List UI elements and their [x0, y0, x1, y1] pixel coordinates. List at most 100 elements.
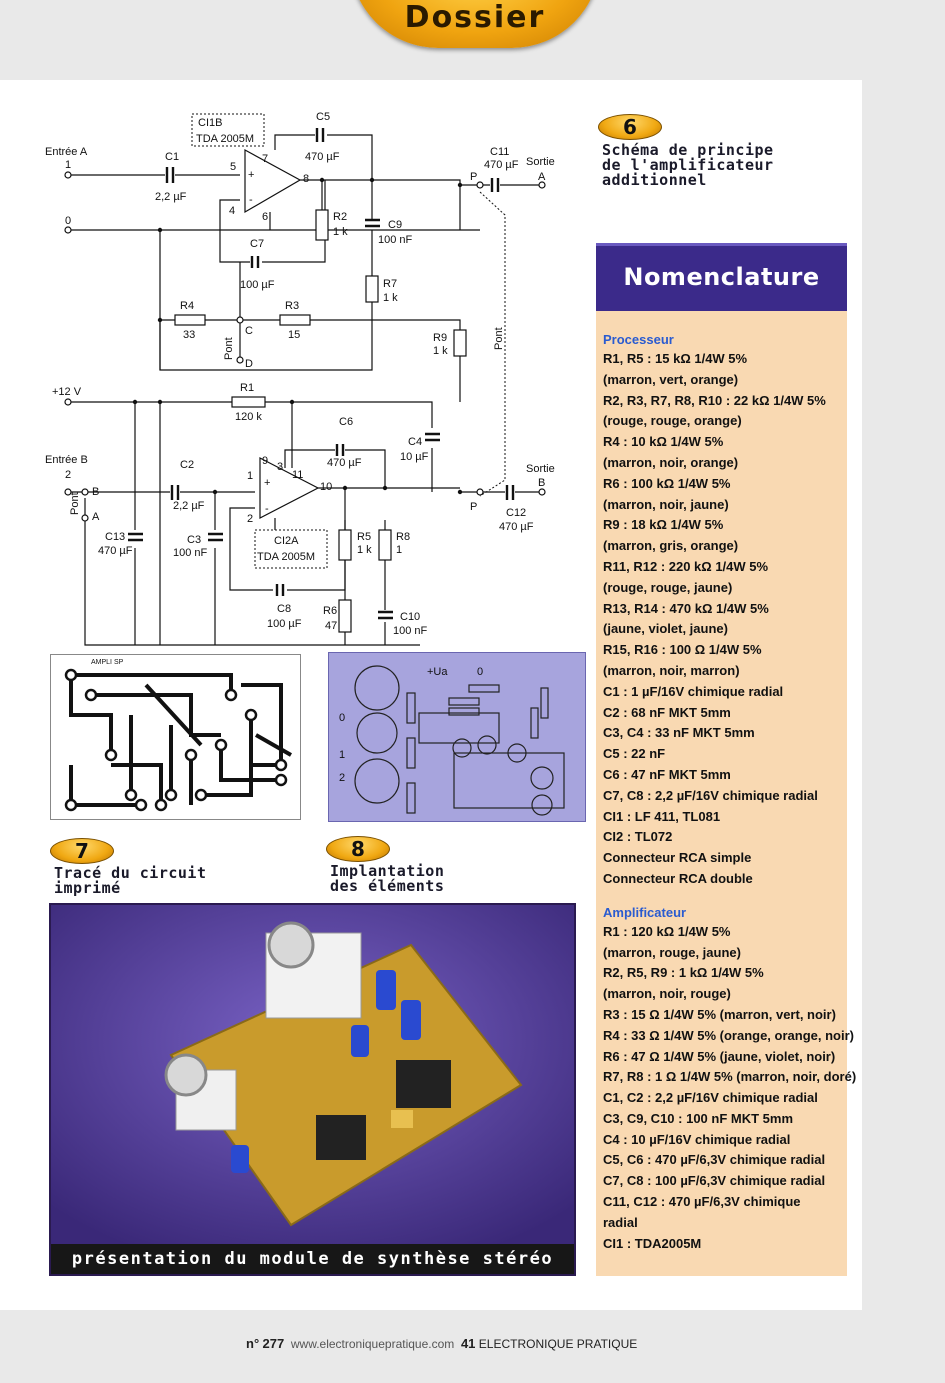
nomenclature-panel [596, 311, 847, 1276]
label-r5: R5 [357, 531, 371, 543]
nomenclature-line: R4 : 10 kΩ 1/4W 5% [603, 434, 724, 450]
label-r4v: 33 [183, 329, 195, 341]
nomenclature-line: CI1 : LF 411, TL081 [603, 808, 721, 824]
label-in1: 1 [65, 159, 71, 171]
label-pin1: 1 [247, 470, 253, 482]
nomenclature-line: C6 : 47 nF MKT 5mm [603, 766, 731, 782]
label-c13v: 470 µF [98, 545, 133, 557]
pcb-trace-drawing [64, 668, 292, 812]
nomenclature-line: R1, R5 : 15 kΩ 1/4W 5% [603, 351, 748, 366]
label-r1: R1 [240, 382, 254, 394]
label-pin4: 4 [229, 205, 235, 217]
label-input-b: Entrée B [45, 454, 88, 466]
label-c6: C6 [339, 416, 353, 428]
nomenclature-list: Processeur R1, R5 : 15 kΩ 1/4W 5%(marron… [603, 331, 856, 1254]
label-c: C [245, 325, 253, 337]
label-c11v: 470 µF [484, 159, 519, 171]
label-r6: R6 [323, 605, 337, 617]
label-c3: C3 [187, 534, 201, 546]
nomenclature-line: R15, R16 : 100 Ω 1/4W 5% [603, 642, 762, 658]
footer-page-number: 41 [460, 1336, 476, 1351]
nomenclature-line: R9 : 18 kΩ 1/4W 5% [603, 517, 724, 533]
label-pin3: 3 [277, 461, 283, 473]
nomenclature-line: radial [603, 1214, 638, 1230]
label-supply: +12 V [52, 386, 82, 398]
nomenclature-line: C3, C9, C10 : 100 nF MKT 5mm [603, 1110, 793, 1126]
label-p-a: P [470, 171, 477, 183]
nomenclature-line: CI2 : TL072 [603, 829, 673, 845]
label-b: B [92, 486, 99, 498]
label-c5: C5 [316, 111, 330, 123]
label-in0: 0 [65, 215, 71, 227]
nomenclature-line: (marron, gris, orange) [603, 538, 739, 554]
label-pont-p: Pont [493, 327, 505, 350]
label-c8v: 100 µF [267, 618, 302, 630]
label-pin9: 9 [262, 455, 268, 467]
section-title: Dossier [404, 0, 546, 35]
nomenclature-line: C7, C8 : 2,2 µF/16V chimique radial [603, 787, 818, 803]
nomenclature-line: (rouge, rouge, orange) [603, 413, 742, 429]
footer-url: www.electroniquepratique.com [290, 1337, 455, 1351]
label-r7v: 1 k [383, 292, 398, 304]
label-r9: R9 [433, 332, 447, 344]
label-pont-ab: Pont [69, 492, 81, 515]
label-r2v: 1 k [333, 226, 348, 238]
nomenclature-line: R13, R14 : 470 kΩ 1/4W 5% [603, 600, 769, 616]
label-c2v: 2,2 µF [173, 500, 205, 512]
label-c10v: 100 nF [393, 625, 428, 637]
nomenclature-line: C11, C12 : 470 µF/6,3V chimique [603, 1194, 801, 1210]
label-input-a: Entrée A [45, 146, 88, 158]
label-plus-a: + [248, 169, 254, 181]
label-c4: C4 [408, 436, 422, 448]
label-pin5: 5 [230, 161, 236, 173]
label-c11: C11 [490, 146, 509, 158]
nomenclature-line: CI1 : TDA2005M [603, 1235, 702, 1251]
nomenclature-line: R2, R5, R9 : 1 kΩ 1/4W 5% [603, 965, 764, 981]
label-r2: R2 [333, 211, 347, 223]
label-c1: C1 [165, 151, 179, 163]
label-out-a: Sortie [526, 156, 555, 168]
footer-issue-prefix: n° [246, 1336, 260, 1351]
figure-8-badge: 8 [326, 836, 390, 862]
implantation-drawing: +Ua 0 0 1 2 [339, 665, 565, 816]
label-r4: R4 [180, 300, 194, 312]
footer-magazine: ELECTRONIQUE PRATIQUE [478, 1337, 638, 1351]
schematic-diagram: Entrée A 1 0 CI1B TDA 2005M C5 470 µF C1… [45, 111, 555, 646]
nomenclature-line: R6 : 47 Ω 1/4W 5% (jaune, violet, noir) [603, 1048, 836, 1064]
nomenclature-line: (marron, noir, rouge) [603, 986, 731, 1002]
label-tda-a: TDA 2005M [196, 133, 254, 145]
label-c1v: 2,2 µF [155, 191, 187, 203]
nomenclature-line: R3 : 15 Ω 1/4W 5% (marron, vert, noir) [603, 1006, 836, 1022]
amplificateur-heading: Amplificateur [603, 904, 687, 920]
label-pin6: 6 [262, 211, 268, 223]
page-footer: n° 277 www.electroniquepratique.com 41 E… [246, 1336, 637, 1351]
label-c4v: 10 µF [400, 451, 429, 463]
nomenclature-line: R4 : 33 Ω 1/4W 5% (orange, orange, noir) [603, 1027, 854, 1043]
label-r7: R7 [383, 278, 397, 290]
label-c6v: 470 µF [327, 457, 362, 469]
label-pin7: 7 [262, 153, 268, 165]
nomenclature-line: C5, C6 : 470 µF/6,3V chimique radial [603, 1152, 826, 1168]
nomenclature-line: C3, C4 : 33 nF MKT 5mm [603, 725, 755, 741]
processeur-lines: R1, R5 : 15 kΩ 1/4W 5%(marron, vert, ora… [603, 349, 843, 890]
label-pont-cd: Pont [223, 337, 235, 360]
label-c5v: 470 µF [305, 151, 340, 163]
label-c3v: 100 nF [173, 547, 208, 559]
nomenclature-line: C1, C2 : 2,2 µF/16V chimique radial [603, 1090, 818, 1106]
label-r1v: 120 k [235, 411, 262, 423]
photo-caption: présentation du module de synthèse stéré… [51, 1244, 574, 1274]
nomenclature-line: (marron, noir, marron) [603, 662, 740, 678]
nomenclature-line: C7, C8 : 100 µF/6,3V chimique radial [603, 1173, 826, 1189]
label-minus-b: - [265, 503, 269, 515]
impl-l2: 2 [339, 772, 345, 784]
label-p-b: P [470, 501, 477, 513]
label-minus-a: - [249, 194, 253, 206]
label-c12: C12 [506, 507, 526, 519]
label-c9: C9 [388, 219, 402, 231]
nomenclature-header: Nomenclature [596, 243, 847, 311]
label-a: A [92, 511, 100, 523]
figure-6-badge: 6 [598, 114, 662, 140]
nomenclature-line: (marron, noir, orange) [603, 454, 739, 470]
nomenclature-title: Nomenclature [623, 263, 820, 291]
label-r6v: 47 [325, 620, 337, 632]
